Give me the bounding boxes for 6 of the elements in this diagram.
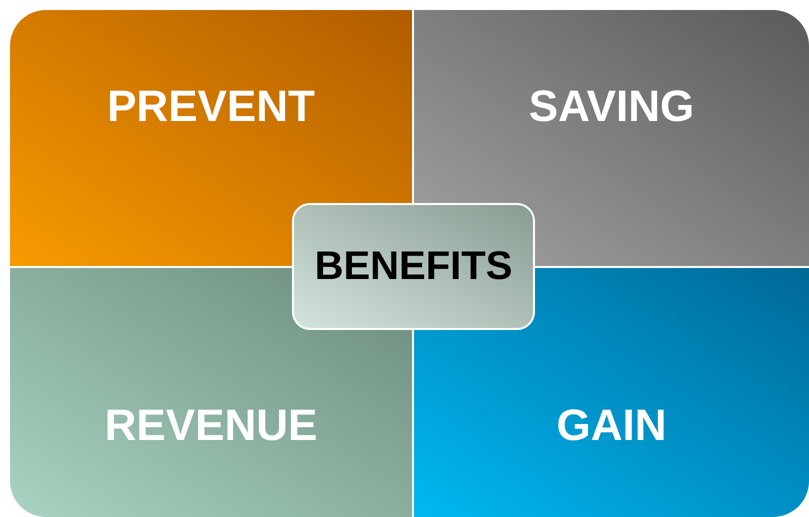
panel-title: REVENUE xyxy=(104,401,318,451)
center-box xyxy=(292,203,535,330)
panel-title: GAIN xyxy=(556,401,666,451)
panel-title: SAVING xyxy=(528,82,694,132)
panel-title: PREVENT xyxy=(107,82,315,132)
panel-title: BENEFITS xyxy=(314,244,512,289)
